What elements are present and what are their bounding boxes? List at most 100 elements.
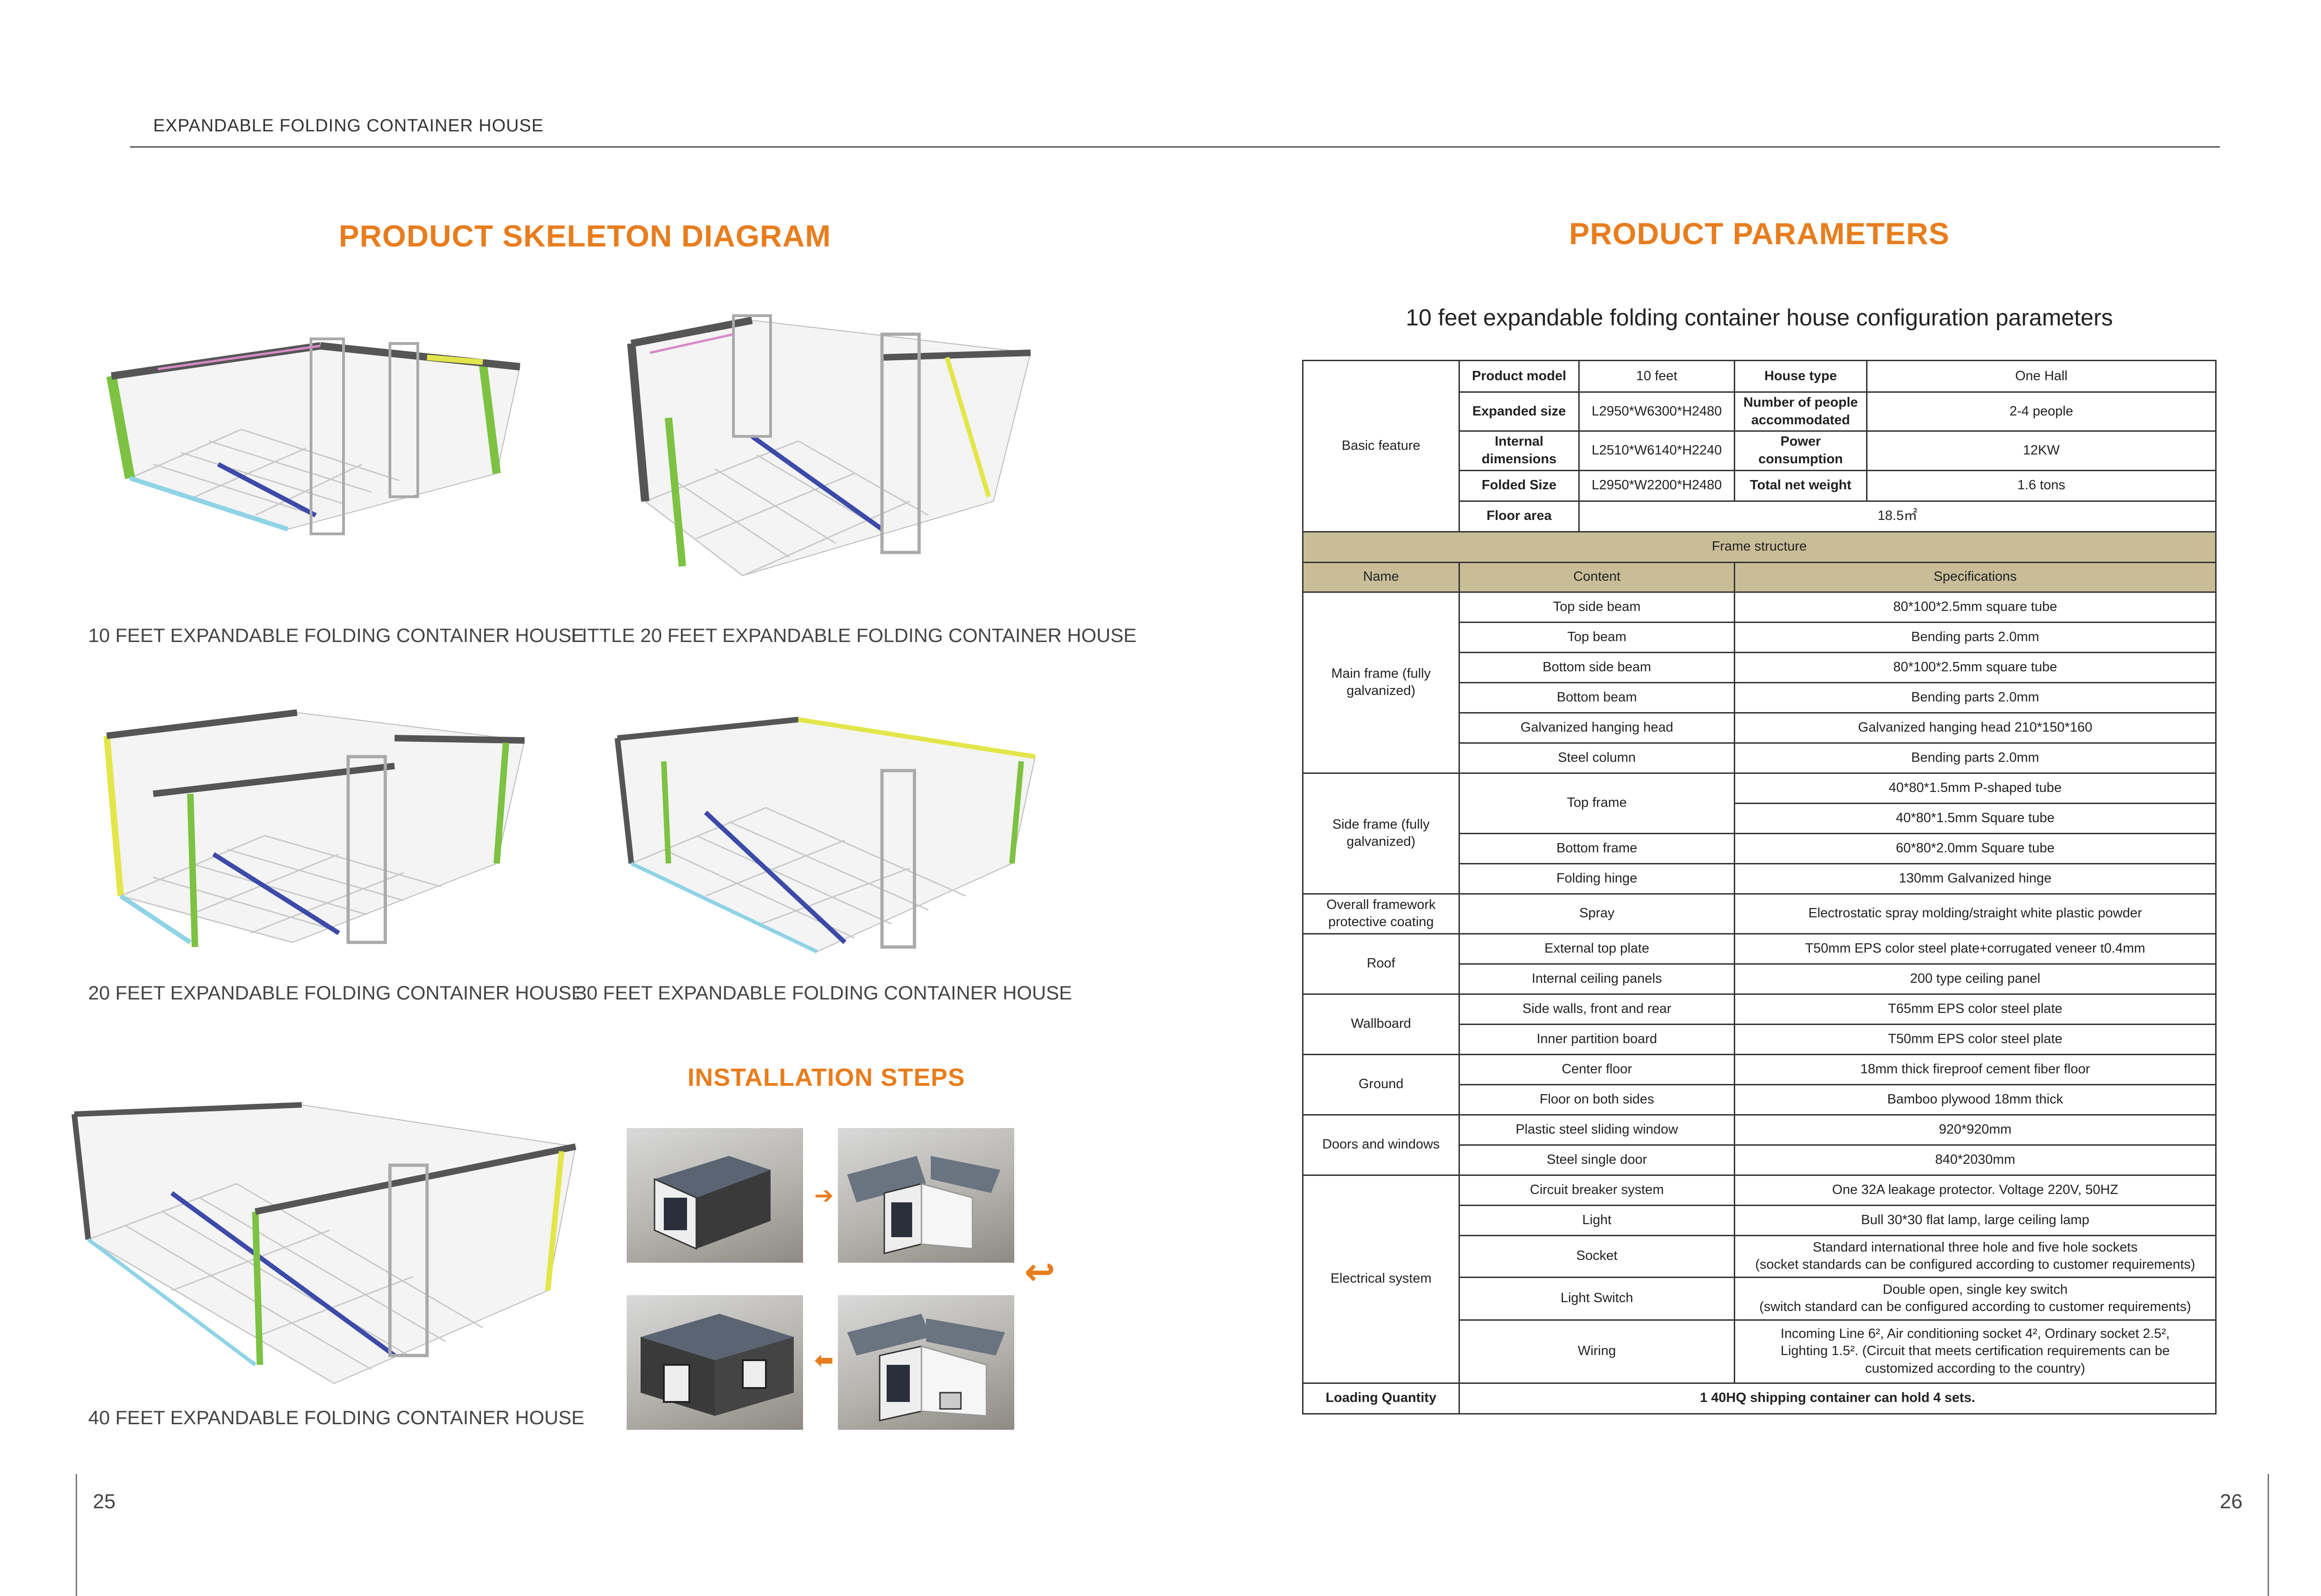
caption-little-20ft: LITTLE 20 FEET EXPANDABLE FOLDING CONTAI… bbox=[571, 624, 1137, 646]
content-cell: Steel single door bbox=[1459, 1144, 1735, 1176]
param-value: 12KW bbox=[1866, 430, 2217, 471]
group-name: Ground bbox=[1302, 1053, 1460, 1116]
content-cell: Steel column bbox=[1459, 742, 1735, 774]
table-row: Light Switch Double open, single key swi… bbox=[1303, 1276, 2217, 1321]
param-value: 18.5㎡ bbox=[1578, 500, 2217, 532]
table-row: Bottom beam Bending parts 2.0mm bbox=[1303, 681, 2217, 714]
step-arrow-turn-icon: ↩ bbox=[1024, 1251, 1056, 1292]
param-key: Internal dimensions bbox=[1459, 430, 1580, 471]
spec-cell: T65mm EPS color steel plate bbox=[1734, 993, 2217, 1025]
table-row: Folded Size L2950*W2200*H2480 Total net … bbox=[1303, 469, 2217, 502]
document-header-title: EXPANDABLE FOLDING CONTAINER HOUSE bbox=[153, 116, 544, 136]
spec-cell: Bending parts 2.0mm bbox=[1734, 681, 2217, 714]
content-cell: Galvanized hanging head bbox=[1459, 712, 1735, 744]
table-row: Loading Quantity 1 40HQ shipping contain… bbox=[1302, 1382, 2217, 1414]
param-key: Total net weight bbox=[1734, 469, 1867, 502]
step-arrow-left-icon: ⬅ bbox=[814, 1347, 834, 1373]
table-row: Floor area 18.5㎡ bbox=[1303, 500, 2217, 532]
caption-40ft: 40 FEET EXPANDABLE FOLDING CONTAINER HOU… bbox=[88, 1407, 584, 1428]
param-value: L2950*W2200*H2480 bbox=[1578, 469, 1735, 502]
spec-cell: Double open, single key switch (switch s… bbox=[1734, 1276, 2217, 1321]
page-number-left: 25 bbox=[93, 1490, 116, 1513]
param-value: 2-4 people bbox=[1866, 391, 2217, 432]
spec-line: customized according to the country) bbox=[1865, 1361, 2085, 1376]
table-row: Internal dimensions L2510*W6140*H2240 Po… bbox=[1303, 430, 2217, 471]
install-step-4-image bbox=[627, 1295, 803, 1430]
left-page-rule bbox=[76, 1474, 77, 1596]
header-divider bbox=[130, 146, 2220, 148]
table-row: Wiring Incoming Line 6², Air conditionin… bbox=[1303, 1319, 2217, 1384]
table-section-band: Frame structure bbox=[1302, 531, 2217, 563]
column-header: Name bbox=[1302, 561, 1460, 593]
param-key: Floor area bbox=[1459, 500, 1580, 532]
spec-line: (socket standards can be configured acco… bbox=[1755, 1257, 2195, 1272]
spec-cell: 40*80*1.5mm Square tube bbox=[1734, 802, 2217, 834]
content-cell: Center floor bbox=[1459, 1053, 1735, 1085]
content-cell: Side walls, front and rear bbox=[1459, 993, 1735, 1025]
param-key: Product model bbox=[1459, 360, 1580, 393]
table-row: Side frame (fully galvanized) Top frame … bbox=[1302, 772, 2217, 895]
table-row: Electrical system Circuit breaker system… bbox=[1302, 1174, 2217, 1384]
table-row: Floor on both sides Bamboo plywood 18mm … bbox=[1303, 1083, 2217, 1116]
table-row: Basic feature Product model 10 feet Hous… bbox=[1302, 360, 2217, 532]
content-cell: Spray bbox=[1459, 893, 1735, 934]
content-cell: Bottom side beam bbox=[1459, 651, 1735, 683]
table-row: Wallboard Side walls, front and rear T65… bbox=[1302, 993, 2217, 1055]
skeleton-illustration-30ft bbox=[613, 710, 1040, 961]
spec-cell: 80*100*2.5mm square tube bbox=[1734, 651, 2217, 683]
spec-cell: Bending parts 2.0mm bbox=[1734, 742, 2217, 774]
skeleton-illustration-little-20ft bbox=[622, 306, 1040, 585]
param-value: One Hall bbox=[1866, 360, 2217, 393]
table-row: Inner partition board T50mm EPS color st… bbox=[1303, 1023, 2217, 1055]
content-cell: Bottom beam bbox=[1459, 681, 1735, 714]
content-cell: Light Switch bbox=[1459, 1276, 1735, 1321]
spec-cell: 130mm Galvanized hinge bbox=[1734, 863, 2217, 895]
install-step-3-image bbox=[838, 1295, 1014, 1430]
group-name: Overall framework protective coating bbox=[1302, 893, 1460, 934]
table-row: Galvanized hanging head Galvanized hangi… bbox=[1303, 712, 2217, 744]
param-key: Power consumption bbox=[1734, 430, 1867, 471]
group-name: Doors and windows bbox=[1302, 1114, 1460, 1176]
param-value: 1.6 tons bbox=[1866, 469, 2217, 502]
spec-cell: One 32A leakage protector. Voltage 220V,… bbox=[1734, 1174, 2217, 1206]
content-cell: Plastic steel sliding window bbox=[1459, 1114, 1735, 1146]
spec-cell: 920*920mm bbox=[1734, 1114, 2217, 1146]
spec-cell: Bamboo plywood 18mm thick bbox=[1734, 1083, 2217, 1116]
content-cell: Bottom frame bbox=[1459, 832, 1735, 864]
table-row: Bottom frame 60*80*2.0mm Square tube bbox=[1303, 832, 2217, 864]
content-cell: Top side beam bbox=[1459, 591, 1735, 623]
param-key: Folded Size bbox=[1459, 469, 1580, 502]
table-row: Doors and windows Plastic steel sliding … bbox=[1302, 1114, 2217, 1176]
group-name: Roof bbox=[1302, 933, 1460, 995]
table-row: Light Bull 30*30 flat lamp, large ceilin… bbox=[1303, 1204, 2217, 1236]
group-name: Wallboard bbox=[1302, 993, 1460, 1055]
install-step-2-image bbox=[838, 1128, 1014, 1263]
spec-cell: 80*100*2.5mm square tube bbox=[1734, 591, 2217, 623]
right-page-rule bbox=[2268, 1474, 2269, 1596]
table-row: Socket Standard international three hole… bbox=[1303, 1234, 2217, 1278]
frame-structure-band: Frame structure bbox=[1302, 531, 2217, 563]
installation-steps-title: INSTALLATION STEPS bbox=[687, 1064, 965, 1091]
table-row: 40*80*1.5mm Square tube bbox=[1303, 802, 2217, 834]
param-value: L2510*W6140*H2240 bbox=[1578, 430, 1735, 471]
loading-quantity-label: Loading Quantity bbox=[1302, 1382, 1460, 1414]
content-cell: Light bbox=[1459, 1204, 1735, 1236]
content-cell: Top frame bbox=[1459, 772, 1735, 834]
param-key: Number of people accommodated bbox=[1734, 391, 1867, 432]
step-arrow-right-icon: ➔ bbox=[814, 1182, 834, 1208]
content-cell: Top beam bbox=[1459, 621, 1735, 653]
spec-cell: 840*2030mm bbox=[1734, 1144, 2217, 1176]
param-key: House type bbox=[1734, 360, 1867, 393]
skeleton-illustration-10ft bbox=[102, 325, 529, 585]
spec-cell: Bending parts 2.0mm bbox=[1734, 621, 2217, 653]
content-cell: Inner partition board bbox=[1459, 1023, 1735, 1055]
param-value: 10 feet bbox=[1578, 360, 1735, 393]
group-basic-feature: Basic feature bbox=[1302, 360, 1460, 532]
group-name: Main frame (fully galvanized) bbox=[1302, 591, 1460, 774]
group-name: Side frame (fully galvanized) bbox=[1302, 772, 1460, 895]
product-parameters-title: PRODUCT PARAMETERS bbox=[1569, 216, 1950, 251]
skeleton-illustration-40ft bbox=[70, 1096, 580, 1393]
spec-line: Standard international three hole and fi… bbox=[1813, 1239, 2138, 1255]
spec-cell: Electrostatic spray molding/straight whi… bbox=[1734, 893, 2217, 934]
spec-cell: 60*80*2.0mm Square tube bbox=[1734, 832, 2217, 864]
